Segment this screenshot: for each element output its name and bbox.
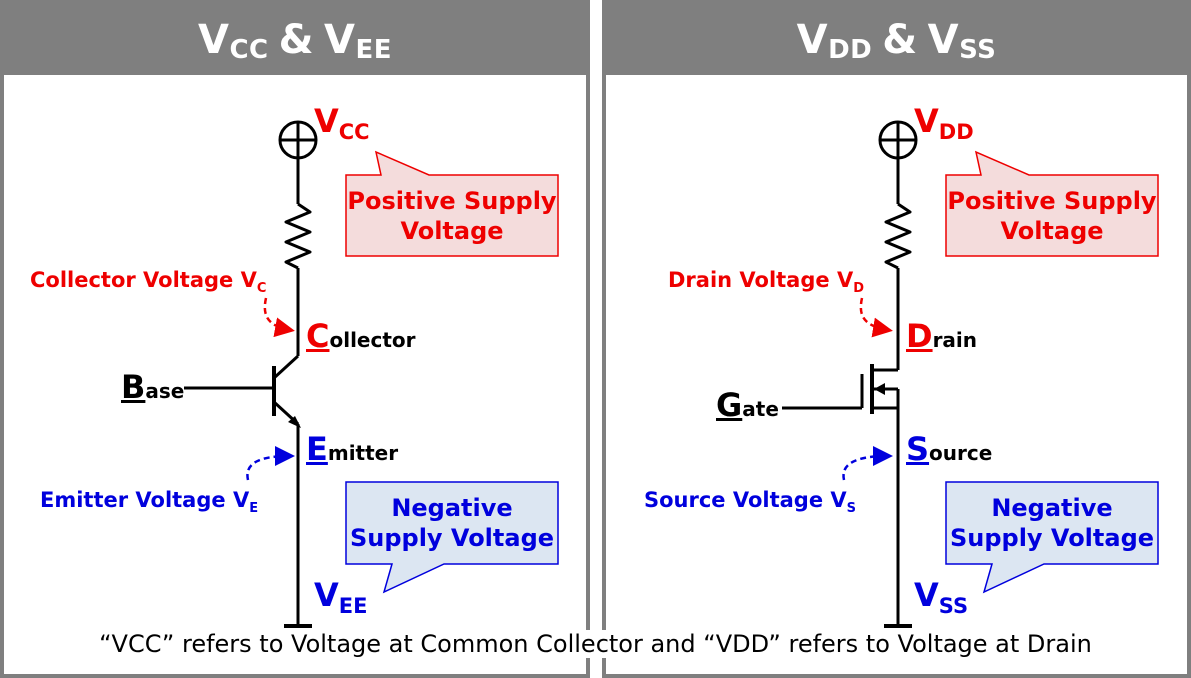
supply-icon [878, 120, 918, 160]
gate-initial: G [716, 386, 743, 424]
source-rest: ource [929, 441, 993, 465]
bottom-rail-v: V [914, 576, 939, 614]
collector-voltage-label: Collector Voltage VC [30, 268, 266, 296]
title-v1: V [197, 16, 230, 63]
source-voltage-sub: S [846, 501, 857, 516]
npn-transistor-icon [184, 354, 301, 428]
negative-callout-text: Negative Supply Voltage [349, 494, 555, 552]
top-rail-sub: DD [938, 120, 974, 144]
title-sub2: SS [959, 34, 997, 65]
nmos-transistor-icon [782, 364, 900, 414]
footnote: “VCC” refers to Voltage at Common Collec… [0, 630, 1191, 666]
title-v1: V [796, 16, 829, 63]
top-rail-label: VDD [914, 102, 974, 144]
source-voltage-pointer [842, 446, 893, 481]
gate-rest: ate [742, 397, 779, 421]
top-rail-label: VCC [314, 102, 370, 144]
collector-rest: ollector [329, 328, 416, 352]
source-terminal-label: Source [906, 430, 992, 468]
base-rest: ase [145, 379, 185, 403]
positive-callout-bubble [945, 150, 1159, 257]
bottom-rail-sub: EE [338, 594, 368, 618]
source-initial: S [906, 430, 930, 468]
bottom-rail-label: VSS [914, 576, 968, 618]
title-sub2: EE [355, 34, 393, 65]
base-terminal-label: Base [121, 368, 184, 406]
supply-icon [278, 120, 318, 160]
emitter-voltage-pointer [246, 446, 295, 481]
negative-callout-text: Negative Supply Voltage [949, 494, 1155, 552]
positive-callout-text: Positive Supply Voltage [947, 186, 1157, 245]
bjt-circuit-diagram [184, 120, 559, 628]
bottom-rail-sub: SS [938, 594, 969, 618]
top-rail-sub: CC [338, 120, 370, 144]
resistor-icon [884, 202, 912, 270]
collector-initial: C [306, 317, 330, 355]
title-amp: & [882, 16, 918, 63]
emitter-terminal-label: Emitter [306, 430, 398, 468]
positive-callout-bubble [345, 150, 559, 257]
collector-voltage-text: Collector Voltage V [30, 268, 257, 292]
gate-terminal-label: Gate [716, 386, 779, 424]
drain-voltage-text: Drain Voltage V [668, 268, 854, 292]
source-voltage-text: Source Voltage V [644, 488, 847, 512]
top-rail-v: V [314, 102, 339, 140]
base-initial: B [121, 368, 146, 406]
collector-voltage-sub: C [256, 281, 267, 296]
emitter-voltage-sub: E [249, 501, 259, 516]
title-sub1: DD [828, 34, 873, 65]
mosfet-circuit-diagram [782, 120, 1159, 628]
title-v2: V [927, 16, 960, 63]
drain-voltage-sub: D [853, 281, 864, 296]
collector-terminal-label: Collector [306, 317, 416, 355]
emitter-initial: E [306, 430, 328, 468]
title-v2: V [324, 16, 356, 63]
top-rail-v: V [914, 102, 939, 140]
collector-voltage-pointer [263, 297, 295, 338]
drain-terminal-label: Drain [906, 317, 977, 355]
bottom-rail-label: VEE [314, 576, 367, 618]
emitter-voltage-text: Emitter Voltage V [40, 488, 250, 512]
title-sub1: CC [229, 34, 269, 65]
drain-initial: D [906, 317, 933, 355]
emitter-voltage-label: Emitter Voltage VE [40, 488, 258, 516]
drain-voltage-pointer [859, 297, 893, 338]
negative-callout-bubble [345, 481, 559, 594]
source-voltage-label: Source Voltage VS [644, 488, 856, 516]
drain-voltage-label: Drain Voltage VD [668, 268, 864, 296]
emitter-rest: mitter [327, 441, 399, 465]
resistor-icon [284, 202, 312, 270]
positive-callout-text: Positive Supply Voltage [347, 186, 557, 245]
title-amp: & [278, 16, 315, 63]
drain-rest: rain [932, 328, 978, 352]
bottom-rail-v: V [314, 576, 339, 614]
footnote-text: “VCC” refers to Voltage at Common Collec… [93, 630, 1098, 658]
negative-callout-bubble [945, 481, 1159, 594]
